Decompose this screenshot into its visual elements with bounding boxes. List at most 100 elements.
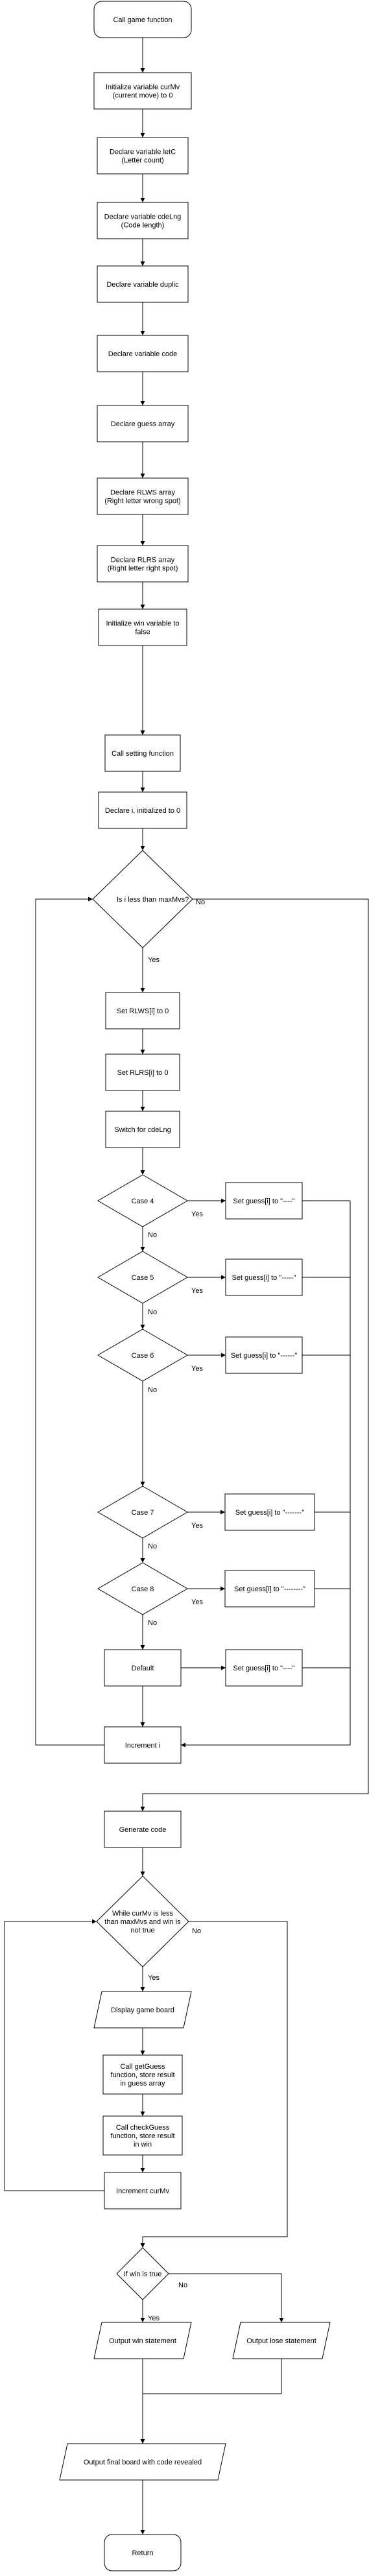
case6-yes-label: Yes — [191, 1365, 203, 1373]
edge-call_checkguess-to-increment_curmv-arrowhead — [140, 2168, 145, 2173]
node-decl-code: Declare variable code — [97, 335, 189, 372]
node-default: Default — [104, 1649, 182, 1687]
edge-cond_while-to-display_board-arrowhead — [140, 1987, 145, 1992]
label-init-win-line-1: Initialize win variable to — [106, 620, 179, 628]
edges — [4, 38, 369, 2534]
label-cond-i: Is i less than maxMvs? — [117, 896, 189, 904]
cond-i-yes-label: Yes — [148, 956, 160, 964]
node-case6: Case 6 — [97, 1329, 188, 1382]
edge-decl_cdelng-to-decl_duplic-arrowhead — [140, 261, 145, 266]
label-set6: Set guess[i] to "------" — [231, 1352, 298, 1360]
edge-cond-i-no-arrowhead — [140, 1807, 145, 1811]
label-set-rlws: Set RLWS[i] to 0 — [117, 1007, 169, 1015]
shape-case5 — [97, 1251, 188, 1304]
shape-call-setting — [104, 734, 181, 772]
shape-set4 — [225, 1182, 303, 1220]
node-set-rlrs: Set RLRS[i] to 0 — [105, 1053, 180, 1091]
shape-return — [104, 2534, 182, 2571]
label-call-getguess-line-2: function, store result — [110, 2071, 174, 2079]
label-decl-letc-line-1: Declare variable letC — [110, 149, 176, 156]
shape-switch-cdelng — [105, 1111, 180, 1148]
edge-case5-to-case6-arrowhead — [140, 1325, 145, 1329]
label-set-rlrs: Set RLRS[i] to 0 — [117, 1069, 169, 1077]
node-decl-i: Declare i, initialized to 0 — [98, 791, 187, 829]
label-increment-i: Increment i — [125, 1742, 160, 1750]
node-case5: Case 5 — [97, 1251, 188, 1304]
cond-while-no-label: No — [192, 1927, 201, 1935]
label-call-checkguess-line-2: function, store result — [110, 2132, 174, 2140]
label-decl-rlrs-line-2: (Right letter right spot) — [108, 565, 178, 573]
case7-no-label: No — [148, 1543, 157, 1550]
shape-call-getguess — [102, 2054, 183, 2095]
edge-decl_rlws-to-decl_rlrs-arrowhead — [140, 541, 145, 546]
label-set5: Set guess[i] to "-----" — [232, 1274, 296, 1282]
label-output-win: Output win statement — [109, 2337, 176, 2345]
edge-increment-i-loop-back-arrowhead — [88, 897, 93, 902]
edge-generate_code-to-cond_while-arrowhead — [140, 1872, 145, 1876]
label-default: Default — [132, 1665, 154, 1672]
case8-no-label: No — [148, 1619, 157, 1627]
label-switch-cdelng: Switch for cdeLng — [114, 1126, 171, 1134]
edge-display_board-to-call_getguess-arrowhead — [140, 2051, 145, 2055]
node-set5: Set guess[i] to "-----" — [225, 1258, 303, 1296]
label-init-win-line-2: false — [135, 629, 150, 636]
node-set-rlws: Set RLWS[i] to 0 — [105, 992, 180, 1029]
label-output-final: Output final board with code revealed — [84, 2459, 202, 2466]
node-output-win: Output win statement — [93, 2322, 192, 2359]
label-decl-duplic: Declare variable duplic — [106, 281, 179, 289]
label-decl-guess: Declare guess array — [111, 420, 175, 428]
shape-decl-letc — [97, 137, 189, 175]
shape-decl-i — [98, 791, 187, 829]
cond-while-yes-label: Yes — [148, 1974, 160, 1982]
label-call-checkguess-line-1: Call checkGuess — [116, 2124, 170, 2132]
case6-no-label: No — [148, 1386, 157, 1394]
node-set8: Set guess[i] to "--------" — [224, 1570, 315, 1607]
edge-decl_guess-to-decl_rlws-arrowhead — [140, 474, 145, 478]
edge-cond-i-no — [142, 898, 369, 1811]
shape-increment-curmv — [104, 2172, 182, 2209]
edge-init_win-to-call_setting-arrowhead — [140, 730, 145, 735]
label-call-checkguess-line-3: in win — [134, 2141, 152, 2149]
edge-set_rlrs-to-switch_cdelng-arrowhead — [140, 1107, 145, 1111]
case5-yes-label: Yes — [191, 1287, 203, 1295]
label-case4: Case 4 — [132, 1198, 154, 1205]
shape-case7 — [97, 1486, 188, 1539]
node-return: Return — [104, 2534, 182, 2571]
node-case4: Case 4 — [97, 1174, 188, 1227]
node-call-setting: Call setting function — [104, 734, 181, 772]
label-case7: Case 7 — [132, 1509, 154, 1517]
edge-output_win-to-output_final-arrowhead — [140, 2439, 145, 2444]
node-init-curmv: Initialize variable curMv(current move) … — [93, 72, 192, 110]
edge-increment-curmv-loop-back — [4, 1921, 104, 2191]
shape-case8 — [97, 1562, 188, 1615]
label-call-getguess-line-3: in guess array — [120, 2080, 165, 2088]
shape-call-checkguess — [102, 2115, 183, 2156]
node-decl-letc: Declare variable letC(Letter count) — [97, 137, 189, 175]
shape-case6 — [97, 1329, 188, 1382]
edge-increment-i-loop-back — [35, 898, 104, 1746]
node-case8: Case 8 — [97, 1562, 188, 1615]
shape-set5 — [225, 1258, 303, 1296]
edge-case7-to-set7-arrowhead — [220, 1510, 225, 1515]
edge-call_game_function-to-init_curmv-arrowhead — [140, 68, 145, 73]
edge-decl_code-to-decl_guess-arrowhead — [140, 401, 145, 405]
shape-cond-while — [96, 1875, 189, 1968]
case5-no-label: No — [148, 1308, 157, 1316]
label-cond-while-line-1: While curMv is less — [112, 1910, 174, 1918]
edge-default-to-increment_i-arrowhead — [140, 1722, 145, 1727]
edge-case8-to-default-arrowhead — [140, 1645, 145, 1650]
shape-decl-cdelng — [97, 202, 189, 239]
shape-decl-duplic — [97, 265, 189, 303]
label-call-setting: Call setting function — [112, 750, 174, 758]
label-call-game-function: Call game function — [113, 16, 172, 24]
shape-init-win — [98, 608, 187, 646]
node-set7: Set guess[i] to "-------" — [224, 1493, 315, 1531]
label-case6: Case 6 — [132, 1352, 154, 1360]
edge-output_final-to-return-arrowhead — [140, 2530, 145, 2534]
edge-cond-while-no-arrowhead — [140, 2243, 145, 2248]
node-display-board: Display game board — [93, 1991, 192, 2028]
label-generate-code: Generate code — [119, 1826, 167, 1834]
